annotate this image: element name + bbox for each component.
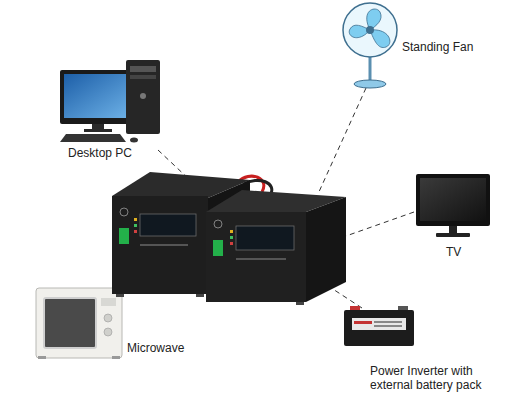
device-name: TV: [446, 245, 486, 259]
desktop-pc: [60, 60, 160, 143]
television: [416, 174, 490, 237]
device-label: TV: [446, 245, 486, 259]
ups-unit: [112, 172, 346, 305]
device-label: Standing Fan: [402, 40, 502, 54]
standing-fan: [343, 3, 397, 88]
leader-line: [318, 88, 366, 194]
device-label: Desktop PC: [68, 146, 158, 160]
microwave: [36, 288, 122, 359]
device-name: Power Inverter with external battery pac…: [370, 364, 516, 392]
battery-pack: [344, 306, 414, 346]
device-label: Microwave: [127, 341, 207, 355]
device-name: Microwave: [127, 341, 207, 355]
leader-line: [346, 212, 414, 236]
device-name: Desktop PC: [68, 146, 158, 160]
device-label: Power Inverter with external battery pac…: [370, 364, 516, 392]
device-name: Standing Fan: [402, 40, 502, 54]
